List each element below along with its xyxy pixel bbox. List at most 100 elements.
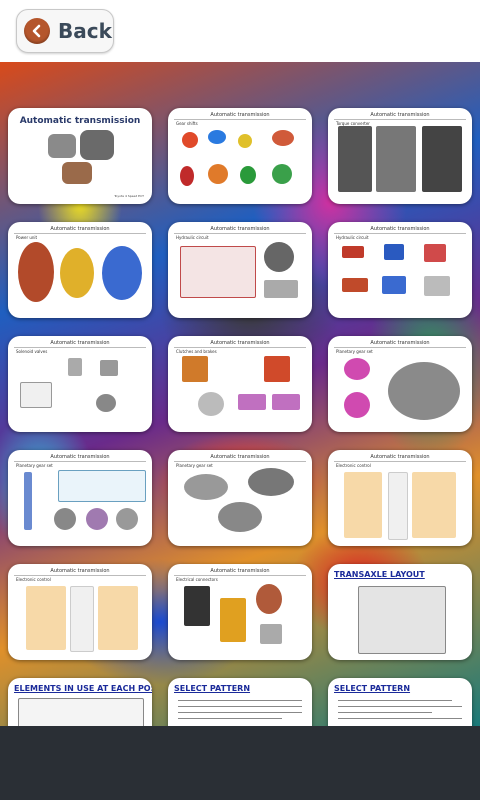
diagram-shape: [220, 598, 246, 642]
diagram-shape: [60, 248, 94, 298]
diagram-shape: [86, 508, 108, 530]
diagram-shape: [184, 586, 210, 626]
slide-subtitle: Hydraulic circuit: [336, 235, 369, 240]
diagram-shape: [272, 164, 292, 184]
slide-title: Automatic transmission: [8, 568, 152, 576]
slide-thumbnail[interactable]: TRANSAXLE LAYOUT: [328, 564, 472, 660]
diagram-shape: [358, 586, 446, 654]
slide-subtitle: Solenoid valves: [16, 349, 48, 354]
slide-title: Automatic transmission: [8, 454, 152, 462]
slide-title: SELECT PATTERN: [334, 684, 411, 693]
transmission-image: [62, 162, 92, 184]
diagram-shape: [26, 586, 66, 650]
back-label: Back: [58, 19, 112, 43]
diagram-shape: [98, 586, 138, 650]
slide-thumbnail[interactable]: Automatic transmission Planetary gear se…: [8, 450, 152, 546]
transmission-image: [80, 130, 114, 160]
diagram-shape: [238, 394, 266, 410]
slide-thumbnail[interactable]: Automatic transmission Solenoid valves: [8, 336, 152, 432]
slide-thumbnail[interactable]: Automatic transmission Hydraulic circuit: [168, 222, 312, 318]
diagram-shape: [116, 508, 138, 530]
slide-title: Automatic transmission: [328, 226, 472, 234]
slide-thumbnail[interactable]: Automatic transmission Planetary gear se…: [168, 450, 312, 546]
diagram-shape: [182, 356, 208, 382]
diagram-shape: [238, 134, 252, 148]
diagram-shape: [412, 472, 456, 538]
slide-title: Automatic transmission: [19, 116, 141, 126]
slide-subtitle: Torque converter: [336, 121, 370, 126]
slide-thumbnail[interactable]: ELEMENTS IN USE AT EACH POSITION: [8, 678, 152, 726]
slide-title: Automatic transmission: [8, 340, 152, 348]
bottom-bar: [0, 726, 480, 800]
slide-thumbnail[interactable]: Automatic transmission Toyota 4 Speed EC…: [8, 108, 152, 204]
diagram-shape: [344, 392, 370, 418]
slide-subtitle: Electronic control: [16, 577, 51, 582]
diagram-shape: [256, 584, 282, 614]
slide-subtitle: Clutches and brakes: [176, 349, 217, 354]
slide-title: TRANSAXLE LAYOUT: [334, 570, 425, 579]
diagram-shape: [424, 276, 450, 296]
diagram-shape: [68, 358, 82, 376]
diagram-shape: [342, 278, 368, 292]
back-button[interactable]: Back: [16, 9, 114, 53]
slide-subtitle: Hydraulic circuit: [176, 235, 209, 240]
diagram-shape: [384, 244, 404, 260]
slide-subtitle: Gear shifts: [176, 121, 198, 126]
diagram-shape: [180, 166, 194, 186]
slide-title: ELEMENTS IN USE AT EACH POSITION: [14, 684, 152, 693]
slide-title: Automatic transmission: [328, 340, 472, 348]
chevron-left-icon: [24, 18, 50, 44]
slide-thumbnail[interactable]: Automatic transmission Gear shifts: [168, 108, 312, 204]
diagram-shape: [198, 392, 224, 416]
slide-thumbnail[interactable]: Automatic transmission Power unit: [8, 222, 152, 318]
diagram-shape: [24, 472, 32, 530]
slide-thumbnail[interactable]: Automatic transmission Hydraulic circuit: [328, 222, 472, 318]
diagram-shape: [264, 356, 290, 382]
diagram-shape: [424, 244, 446, 262]
diagram-shape: [422, 126, 462, 192]
diagram-shape: [18, 698, 144, 726]
diagram-shape: [342, 246, 364, 258]
diagram-shape: [218, 502, 262, 532]
diagram-shape: [20, 382, 52, 408]
slide-thumbnail[interactable]: Automatic transmission Electrical connec…: [168, 564, 312, 660]
slide-subtitle: Planetary gear set: [336, 349, 373, 354]
diagram-shape: [388, 472, 408, 540]
diagram-shape: [208, 164, 228, 184]
slide-gallery[interactable]: Automatic transmission Toyota 4 Speed EC…: [0, 62, 480, 726]
diagram-shape: [344, 472, 382, 538]
diagram-shape: [264, 280, 298, 298]
diagram-shape: [70, 586, 94, 652]
slide-thumbnail[interactable]: SELECT PATTERN: [168, 678, 312, 726]
diagram-shape: [264, 242, 294, 272]
slide-title: Automatic transmission: [168, 340, 312, 348]
slide-thumbnail[interactable]: SELECT PATTERN: [328, 678, 472, 726]
diagram-shape: [382, 276, 406, 294]
slide-title: Automatic transmission: [328, 454, 472, 462]
diagram-shape: [240, 166, 256, 184]
top-bar: Back: [0, 0, 480, 63]
slide-title: Automatic transmission: [168, 454, 312, 462]
diagram-shape: [182, 132, 198, 148]
slide-subtitle: Electronic control: [336, 463, 371, 468]
diagram-shape: [58, 470, 146, 502]
slide-thumbnail[interactable]: Automatic transmission Torque converter: [328, 108, 472, 204]
diagram-shape: [184, 474, 228, 500]
slide-thumbnail[interactable]: Automatic transmission Clutches and brak…: [168, 336, 312, 432]
diagram-shape: [18, 242, 54, 302]
slide-thumbnail[interactable]: Automatic transmission Electronic contro…: [8, 564, 152, 660]
diagram-shape: [272, 130, 294, 146]
slide-subtitle: Planetary gear set: [16, 463, 53, 468]
slide-title: Automatic transmission: [168, 226, 312, 234]
slide-title: Automatic transmission: [168, 112, 312, 120]
slide-subtitle: Planetary gear set: [176, 463, 213, 468]
diagram-shape: [54, 508, 76, 530]
diagram-shape: [208, 130, 226, 144]
slide-thumbnail[interactable]: Automatic transmission Planetary gear se…: [328, 336, 472, 432]
diagram-shape: [338, 126, 372, 192]
diagram-shape: [260, 624, 282, 644]
transmission-image: [48, 134, 76, 158]
slide-thumbnail[interactable]: Automatic transmission Electronic contro…: [328, 450, 472, 546]
slide-title: SELECT PATTERN: [174, 684, 251, 693]
diagram-shape: [96, 394, 116, 412]
